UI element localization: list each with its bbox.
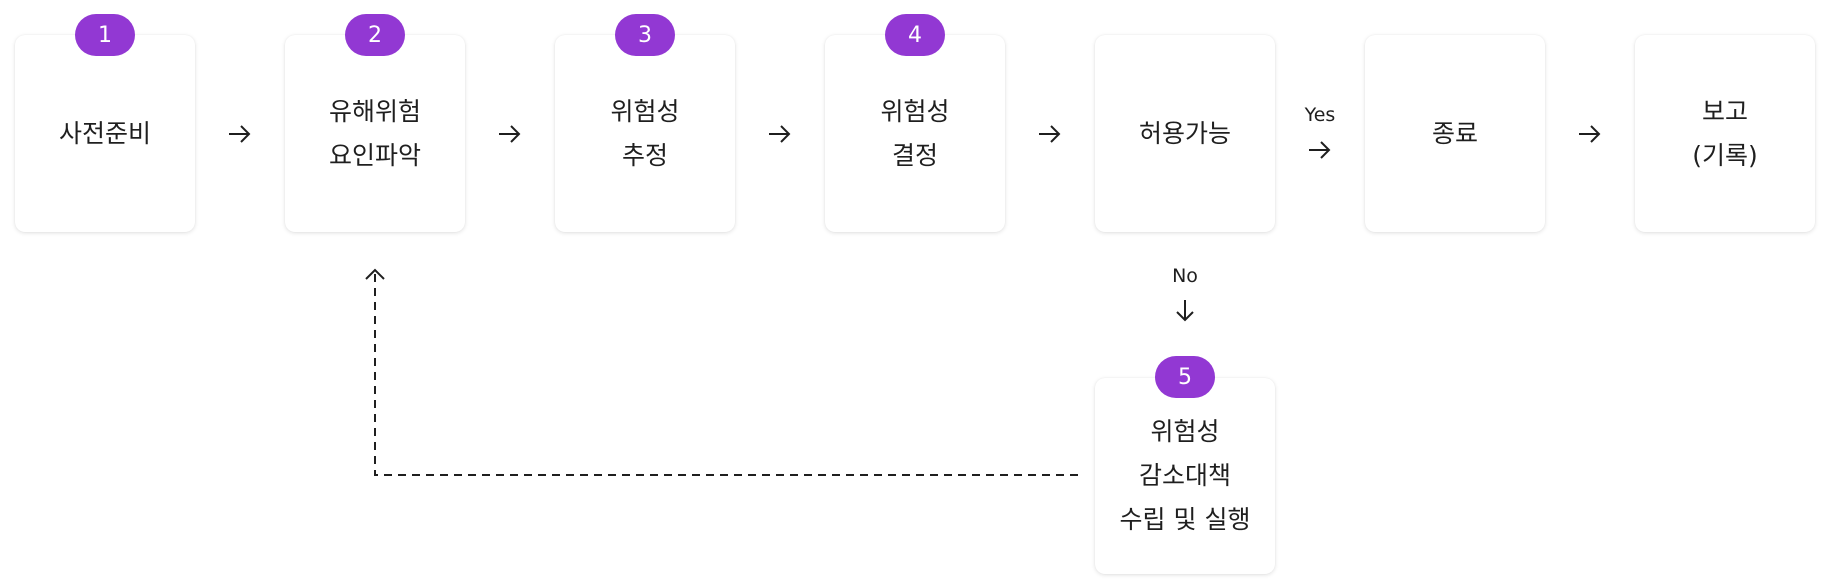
step-5-label-line2: 감소대책 bbox=[1138, 461, 1231, 490]
arrow-up-icon bbox=[365, 268, 385, 280]
step-4-box: 위험성 결정 bbox=[825, 35, 1005, 232]
step-3-box: 위험성 추정 bbox=[555, 35, 735, 232]
step-3-label-line2: 추정 bbox=[621, 140, 668, 170]
step-2-label-line2: 요인파악 bbox=[328, 140, 421, 170]
step-1-box: 사전준비 bbox=[15, 35, 195, 232]
step-1-label: 사전준비 bbox=[58, 118, 151, 148]
step-4-label-line1: 위험성 bbox=[880, 96, 950, 126]
arrow-down-icon bbox=[1176, 300, 1194, 322]
arrow-right-icon bbox=[229, 125, 251, 143]
decision-acceptable-label: 허용가능 bbox=[1138, 118, 1231, 148]
step-3-label-line1: 위험성 bbox=[610, 96, 680, 126]
step-5-label-line1: 위험성 bbox=[1150, 417, 1220, 446]
step-5-label-line3: 수립 및 실행 bbox=[1119, 505, 1251, 534]
step-5-badge: 5 bbox=[1155, 356, 1215, 398]
step-5-box: 위험성 감소대책 수립 및 실행 bbox=[1095, 378, 1275, 574]
decision-acceptable-box: 허용가능 bbox=[1095, 35, 1275, 232]
step-3-badge: 3 bbox=[615, 14, 675, 56]
step-1-badge: 1 bbox=[75, 14, 135, 56]
arrow-right-icon bbox=[1309, 141, 1331, 159]
arrow-right-icon bbox=[499, 125, 521, 143]
arrow-right-icon bbox=[1039, 125, 1061, 143]
no-label: No bbox=[1172, 265, 1198, 287]
report-label-line1: 보고 bbox=[1701, 96, 1748, 126]
report-box: 보고 (기록) bbox=[1635, 35, 1815, 232]
arrow-right-icon bbox=[769, 125, 791, 143]
step-2-box: 유해위험 요인파악 bbox=[285, 35, 465, 232]
report-label-line2: (기록) bbox=[1692, 140, 1758, 170]
end-label: 종료 bbox=[1431, 118, 1478, 148]
step-2-badge: 2 bbox=[345, 14, 405, 56]
step-4-label-line2: 결정 bbox=[891, 140, 938, 170]
yes-label: Yes bbox=[1304, 104, 1336, 126]
arrow-right-icon bbox=[1579, 125, 1601, 143]
step-4-badge: 4 bbox=[885, 14, 945, 56]
step-2-label-line1: 유해위험 bbox=[328, 96, 421, 126]
end-box: 종료 bbox=[1365, 35, 1545, 232]
